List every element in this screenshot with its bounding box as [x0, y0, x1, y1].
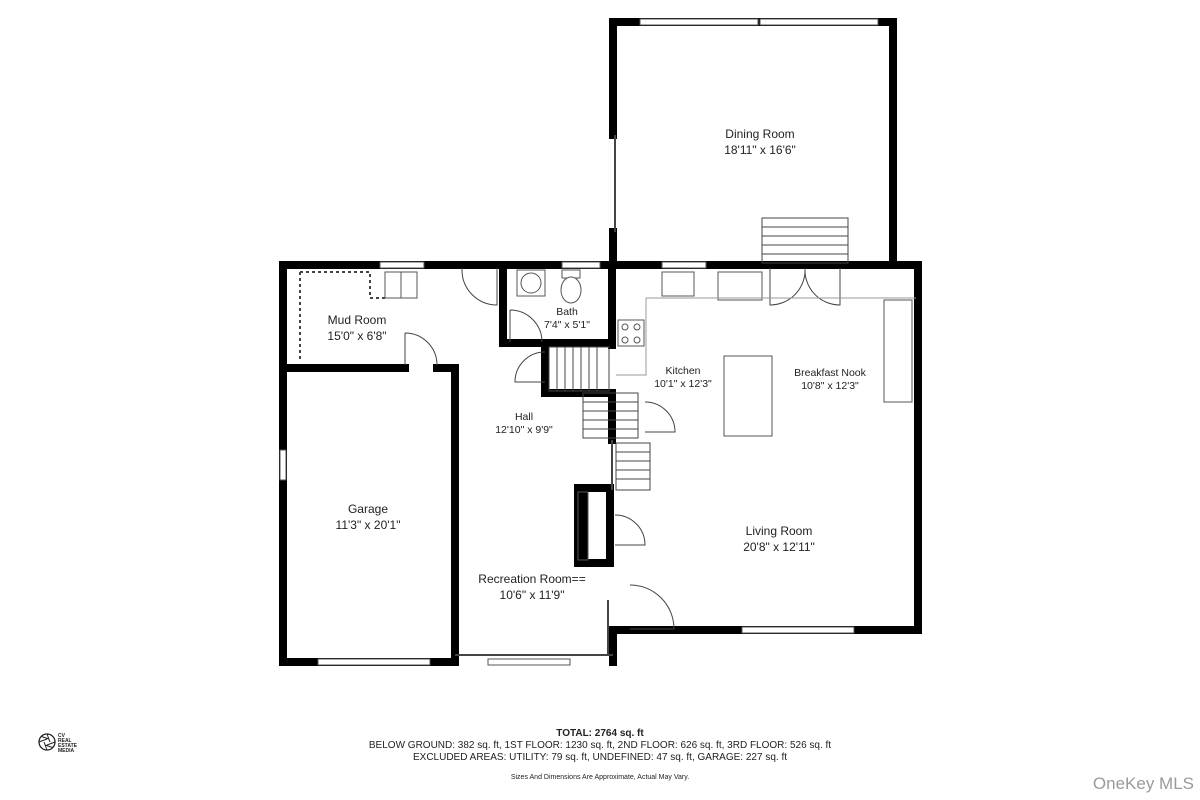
- stairs: [548, 217, 849, 491]
- room-name: Kitchen: [665, 365, 701, 377]
- room-dimensions: 10'8" x 12'3": [801, 380, 859, 392]
- excluded-areas: EXCLUDED AREAS: UTILITY: 79 sq. ft, UNDE…: [412, 752, 787, 763]
- total-area: TOTAL: 2764 sq. ft: [556, 728, 644, 739]
- room-name: Hall: [514, 411, 534, 423]
- thin-walls: [299, 135, 616, 656]
- room-name: Garage: [347, 502, 389, 516]
- room-dimensions: 20'8" x 12'11": [743, 540, 815, 554]
- room-label-mud-room: Mud Room 15'0" x 6'8": [327, 312, 386, 344]
- aperture-icon: [38, 733, 56, 751]
- windows: [279, 18, 879, 666]
- room-name: Dining Room: [725, 127, 795, 141]
- room-dimensions: 18'11" x 16'6": [724, 143, 796, 157]
- room-name: Living Room: [745, 524, 813, 538]
- room-name: Breakfast Nook: [794, 367, 866, 379]
- room-label-dining-room: Dining Room 18'11" x 16'6": [724, 126, 796, 158]
- floor-areas: BELOW GROUND: 382 sq. ft, 1ST FLOOR: 123…: [368, 740, 832, 751]
- fixtures: [384, 269, 916, 561]
- room-dimensions: 7'4" x 5'1": [544, 319, 590, 331]
- watermark: OneKey MLS: [1092, 774, 1194, 793]
- room-dimensions: 10'6" x 11'9": [499, 588, 565, 602]
- room-label-garage: Garage 11'3" x 20'1": [336, 501, 401, 533]
- disclaimer: Sizes And Dimensions Are Approximate, Ac…: [510, 774, 690, 781]
- doors: [404, 267, 841, 630]
- room-name: Bath: [556, 306, 578, 318]
- room-label-living-room: Living Room 20'8" x 12'11": [743, 523, 815, 555]
- room-dimensions: 15'0" x 6'8": [327, 329, 387, 343]
- room-label-recreation-room: Recreation Room== 10'6" x 11'9": [478, 571, 585, 603]
- room-dimensions: 11'3" x 20'1": [335, 518, 401, 532]
- room-name: Mud Room: [327, 313, 387, 327]
- room-name: Recreation Room==: [478, 572, 586, 586]
- room-dimensions: 10'1" x 12'3": [654, 378, 712, 390]
- room-dimensions: 12'10" x 9'9": [495, 424, 553, 436]
